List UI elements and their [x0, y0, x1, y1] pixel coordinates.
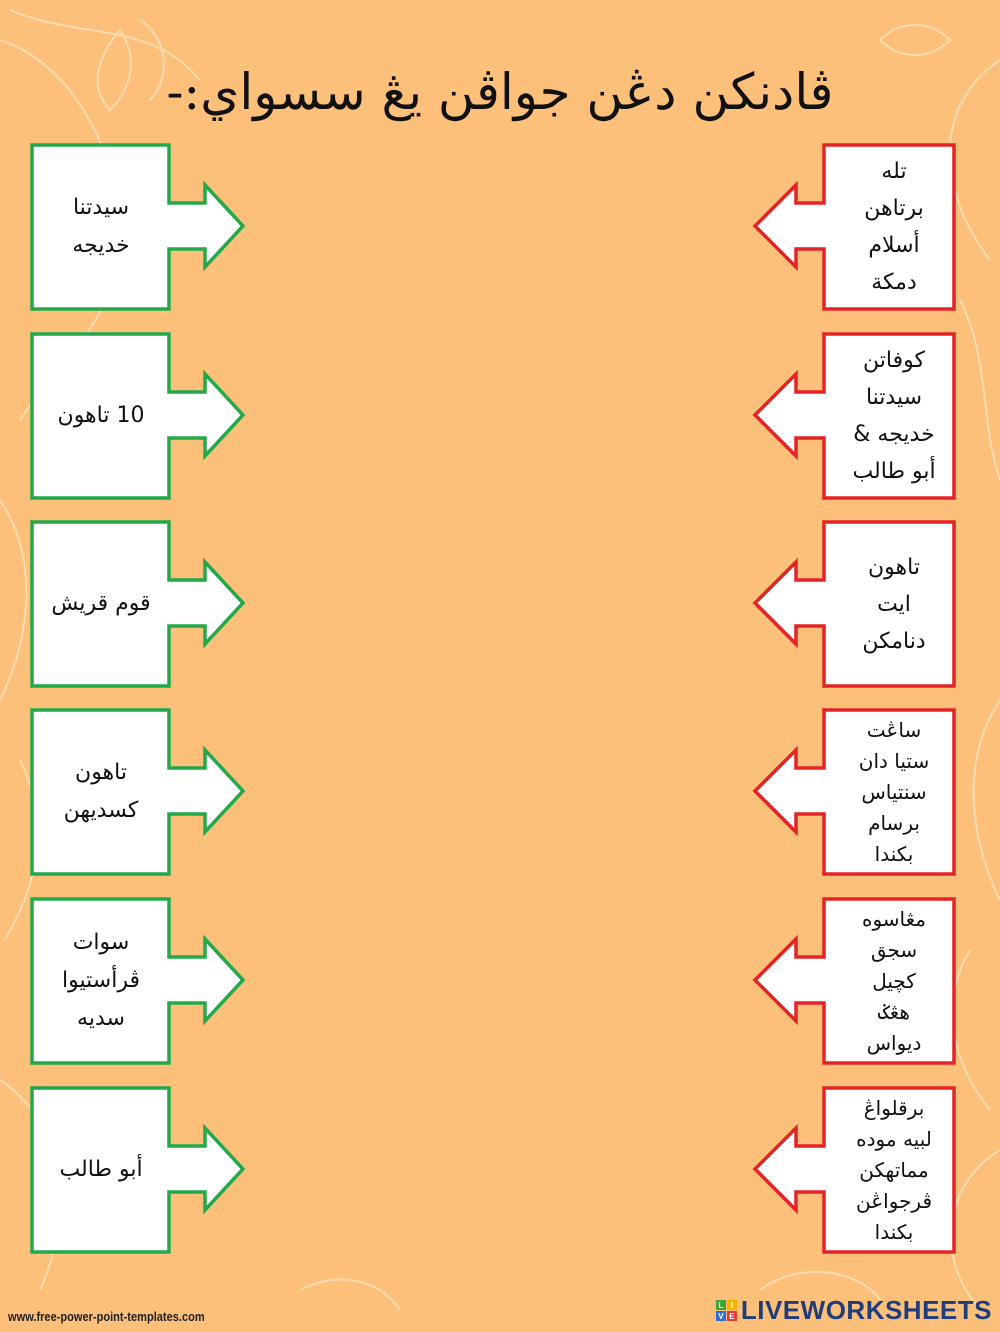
left-answer-box-4[interactable]: تاهون كسديهن [28, 708, 268, 878]
right-question-box-5[interactable]: مڠاسوه سجق كچيل هڠݢ ديواس [752, 897, 992, 1067]
right-arrow-callout-icon [30, 708, 246, 876]
left-answer-box-1[interactable]: سيدتنا خديجه [28, 143, 268, 313]
right-question-text: برقلواڠ لبيه موده مماتهكن ڤرجواڠن بكندا [856, 1095, 933, 1244]
right-question-text: تله برتاهن أسلام دمكة [864, 159, 924, 295]
left-answer-text: قوم قريش [51, 591, 151, 616]
left-answer-text: أبو طالب [59, 1157, 143, 1182]
right-arrow-callout-icon [30, 897, 246, 1065]
left-answer-box-3[interactable]: قوم قريش [28, 520, 268, 690]
right-question-box-6[interactable]: برقلواڠ لبيه موده مماتهكن ڤرجواڠن بكندا [752, 1086, 992, 1256]
logo-letter: E [726, 1311, 737, 1321]
left-arrow-callout-icon [752, 520, 956, 688]
liveworksheets-wordmark: LIVEWORKSHEETS [740, 1295, 992, 1325]
right-question-text: تاهون ايت دنامكن [862, 554, 926, 654]
left-answer-text: سيدتنا خديجه [72, 195, 130, 258]
right-question-text: ساڠت ستيا دان سنتياس برسام بكندا [858, 717, 930, 866]
left-arrow-callout-icon [752, 1086, 956, 1254]
left-arrow-callout-icon [752, 332, 956, 500]
right-arrow-callout-icon [30, 1086, 246, 1254]
right-question-text: كوفاتن سيدتنا خديجه & أبو طالب [852, 348, 936, 484]
left-answer-box-5[interactable]: سوات ڤرأستيوا سديه [28, 897, 268, 1067]
right-question-box-3[interactable]: تاهون ايت دنامكن [752, 520, 992, 690]
left-answer-text: سوات ڤرأستيوا سديه [62, 930, 140, 1031]
left-answer-box-2[interactable]: 10 تاهون [28, 332, 268, 502]
left-arrow-callout-icon [752, 708, 956, 876]
right-arrow-callout-icon [30, 143, 246, 311]
logo-letter: I [726, 1300, 737, 1310]
right-arrow-callout-icon [30, 332, 246, 500]
right-question-text: مڠاسوه سجق كچيل هڠݢ ديواس [861, 906, 927, 1055]
logo-letter: V [715, 1311, 726, 1321]
left-arrow-callout-icon [752, 143, 956, 311]
page-title: ڤادنكن دڠن جواڤن يڠ سسواي:- [166, 63, 834, 121]
left-arrow-callout-icon [752, 897, 956, 1065]
logo-letter: L [715, 1300, 726, 1310]
right-question-box-1[interactable]: تله برتاهن أسلام دمكة [752, 143, 992, 313]
liveworksheets-brand[interactable]: L I V E LIVEWORKSHEETS [715, 1295, 992, 1326]
liveworksheets-logo-icon: L I V E [715, 1300, 737, 1321]
left-answer-text: تاهون كسديهن [63, 760, 139, 823]
left-answer-box-6[interactable]: أبو طالب [28, 1086, 268, 1256]
left-answer-text: 10 تاهون [57, 403, 145, 428]
template-source-url: www.free-power-point-templates.com [8, 1309, 205, 1324]
right-question-box-4[interactable]: ساڠت ستيا دان سنتياس برسام بكندا [752, 708, 992, 878]
right-arrow-callout-icon [30, 520, 246, 688]
right-question-box-2[interactable]: كوفاتن سيدتنا خديجه & أبو طالب [752, 332, 992, 502]
